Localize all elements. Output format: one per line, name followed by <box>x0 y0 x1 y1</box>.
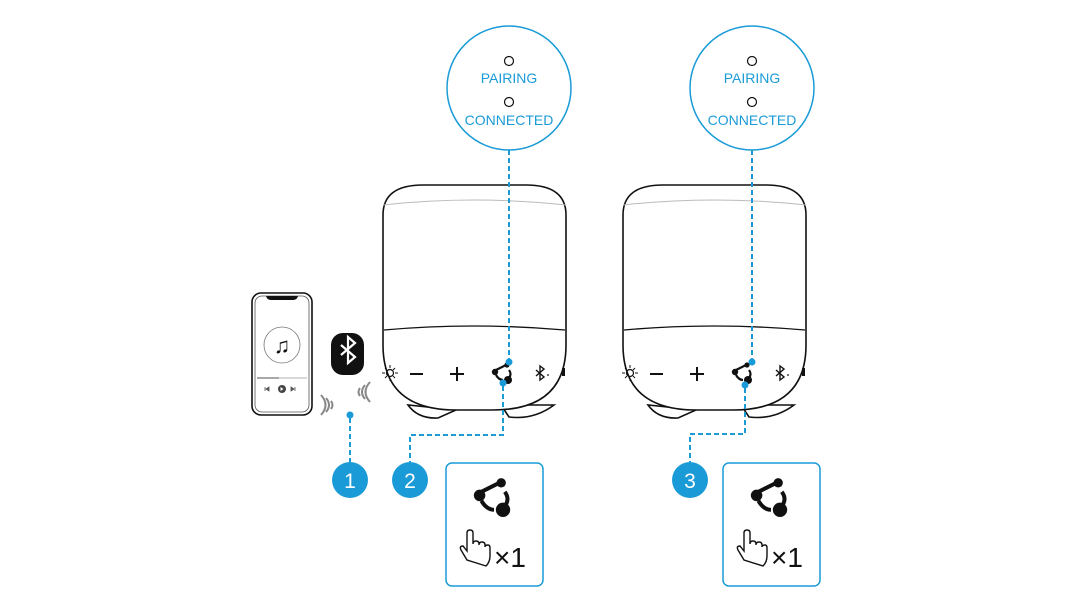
status-callout-1: PAIRING CONNECTED <box>446 25 572 151</box>
pairing-led-icon <box>746 55 758 67</box>
connected-label: CONNECTED <box>465 112 554 128</box>
press-count: ×1 <box>771 542 803 573</box>
pairing-led-icon <box>503 55 515 67</box>
status-callout-2: PAIRING CONNECTED <box>689 25 815 151</box>
speaker-2 <box>622 184 807 419</box>
step-1-badge: 1 <box>332 462 368 498</box>
step-3-instruction: ×1 <box>722 462 821 587</box>
pairing-label: PAIRING <box>481 70 538 86</box>
svg-text:1: 1 <box>344 470 356 493</box>
speaker-1 <box>382 184 567 419</box>
finger-press-icon <box>736 529 768 567</box>
step-3-badge: 3 <box>672 462 708 498</box>
press-count: ×1 <box>494 542 526 573</box>
connected-label: CONNECTED <box>708 112 797 128</box>
step-2-badge: 2 <box>392 462 428 498</box>
connected-led-icon <box>503 96 515 108</box>
svg-text:3: 3 <box>684 470 696 493</box>
bluetooth-badge <box>331 333 364 375</box>
leader-lines <box>346 150 756 462</box>
connected-led-icon <box>746 96 758 108</box>
music-note-icon: ♫ <box>274 333 291 358</box>
pairing-label: PAIRING <box>724 70 781 86</box>
step-2-instruction: ×1 <box>445 462 544 587</box>
smartphone: ♫ <box>251 292 313 416</box>
svg-text:2: 2 <box>404 470 416 493</box>
finger-press-icon <box>459 529 491 567</box>
signal-waves-icon <box>320 381 371 416</box>
